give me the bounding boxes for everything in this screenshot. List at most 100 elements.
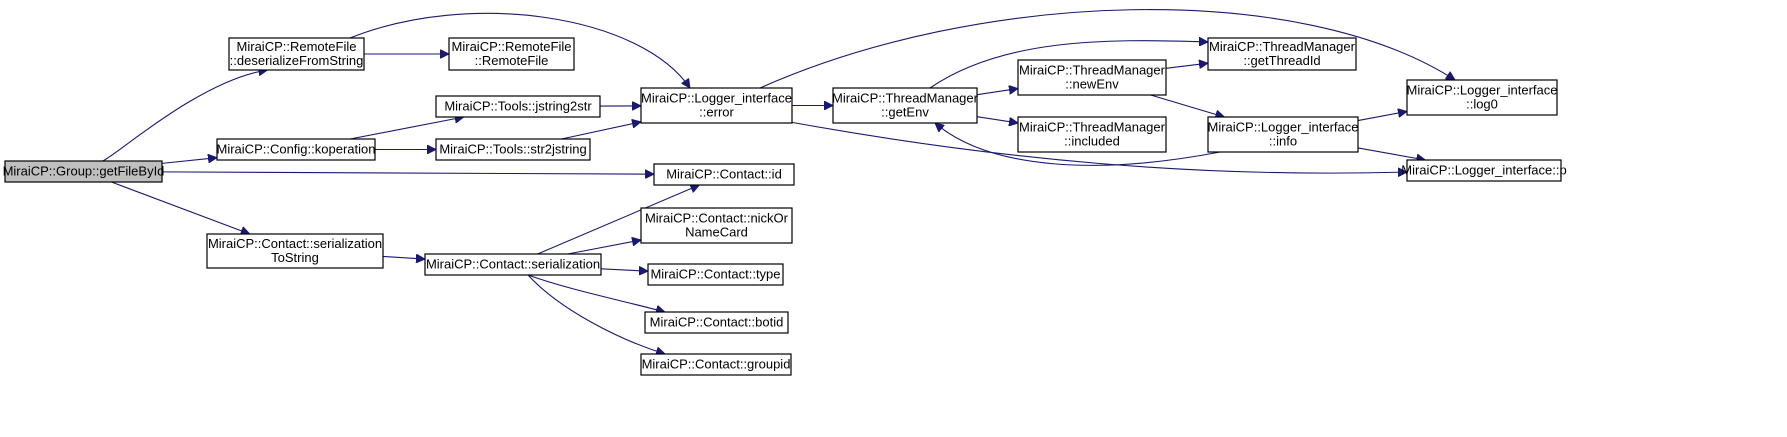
edge-root-to-serToString bbox=[111, 181, 249, 234]
node-getThreadId[interactable]: MiraiCP::ThreadManager::getThreadId bbox=[1207, 37, 1357, 71]
node-box bbox=[1207, 116, 1359, 153]
node-label: MiraiCP::ThreadManager bbox=[1019, 120, 1166, 135]
node-error[interactable]: MiraiCP::Logger_interface::error bbox=[640, 87, 793, 124]
node-box bbox=[1406, 159, 1562, 182]
edge-info-to-getEnv bbox=[935, 123, 1221, 166]
node-label: MiraiCP::Contact::serialization bbox=[426, 257, 600, 272]
node-box bbox=[1406, 79, 1558, 116]
node-label: MiraiCP::Group::getFileById bbox=[3, 164, 165, 179]
node-box bbox=[206, 233, 384, 269]
node-label: ::error bbox=[699, 105, 734, 120]
node-label: MiraiCP::ThreadManager bbox=[1209, 39, 1356, 54]
node-box bbox=[647, 263, 784, 286]
edge-getEnv-to-newEnv bbox=[976, 89, 1018, 96]
nodes-layer: MiraiCP::Group::getFileById MiraiCP::Remo… bbox=[3, 37, 1567, 376]
node-label: MiraiCP::Logger_interface::p bbox=[1401, 163, 1566, 178]
node-ctype[interactable]: MiraiCP::Contact::type bbox=[647, 263, 784, 286]
node-root: MiraiCP::Group::getFileById bbox=[3, 160, 165, 183]
node-label: MiraiCP::ThreadManager bbox=[832, 91, 979, 106]
node-str2jstring[interactable]: MiraiCP::Tools::str2jstring bbox=[435, 138, 591, 161]
node-box bbox=[644, 311, 789, 334]
node-label: MiraiCP::ThreadManager bbox=[1019, 63, 1166, 78]
edges-layer bbox=[102, 9, 1455, 354]
node-label: MiraiCP::RemoteFile bbox=[452, 39, 572, 54]
node-box bbox=[653, 163, 795, 186]
node-p[interactable]: MiraiCP::Logger_interface::p bbox=[1401, 159, 1567, 182]
node-box bbox=[640, 353, 792, 376]
node-label: ::included bbox=[1064, 134, 1120, 149]
node-box bbox=[640, 87, 793, 124]
edge-ser-to-botid bbox=[527, 274, 665, 312]
edge-getEnv-to-getThreadId bbox=[929, 41, 1208, 89]
node-box bbox=[448, 37, 575, 71]
node-groupid[interactable]: MiraiCP::Contact::groupid bbox=[640, 353, 792, 376]
edge-ser-to-cid bbox=[537, 185, 700, 255]
node-log0[interactable]: MiraiCP::Logger_interface::log0 bbox=[1406, 79, 1558, 116]
node-label: MiraiCP::Contact::nickOr bbox=[645, 211, 789, 226]
node-ser[interactable]: MiraiCP::Contact::serialization bbox=[424, 253, 602, 276]
node-label: MiraiCP::Logger_interface bbox=[1406, 83, 1557, 98]
edge-ser-to-groupid bbox=[527, 274, 665, 354]
node-cid[interactable]: MiraiCP::Contact::id bbox=[653, 163, 795, 186]
edge-info-to-p bbox=[1357, 147, 1425, 160]
node-box bbox=[1017, 59, 1167, 96]
node-box bbox=[435, 95, 601, 118]
node-label: NameCard bbox=[685, 225, 748, 240]
node-box bbox=[435, 138, 591, 161]
node-label: MiraiCP::RemoteFile bbox=[237, 39, 357, 54]
edge-newEnv-to-info bbox=[1150, 94, 1225, 117]
node-box bbox=[1017, 116, 1167, 153]
node-label: MiraiCP::Contact::type bbox=[650, 267, 780, 282]
node-jstring2str[interactable]: MiraiCP::Tools::jstring2str bbox=[435, 95, 601, 118]
edge-ser-to-ctype bbox=[600, 269, 648, 271]
node-label: ::getThreadId bbox=[1243, 53, 1320, 68]
edge-str2jstring-to-error bbox=[561, 122, 641, 140]
node-deserialize[interactable]: MiraiCP::RemoteFile::deserializeFromStri… bbox=[228, 37, 365, 71]
node-label: ::RemoteFile bbox=[475, 53, 549, 68]
edge-root-to-cid bbox=[161, 172, 654, 174]
node-label: ::newEnv bbox=[1065, 77, 1119, 92]
node-label: MiraiCP::Contact::groupid bbox=[642, 357, 791, 372]
node-label: ::log0 bbox=[1466, 97, 1498, 112]
node-box bbox=[228, 37, 365, 71]
node-label: ::deserializeFromString bbox=[230, 53, 364, 68]
node-label: MiraiCP::Config::koperation bbox=[217, 142, 376, 157]
node-botid[interactable]: MiraiCP::Contact::botid bbox=[644, 311, 789, 334]
node-getEnv[interactable]: MiraiCP::ThreadManager::getEnv bbox=[832, 87, 979, 124]
edge-koperation-to-jstring2str bbox=[350, 117, 464, 140]
node-label: ::info bbox=[1269, 134, 1297, 149]
node-label: MiraiCP::Logger_interface bbox=[1207, 120, 1358, 135]
edge-newEnv-to-getThreadId bbox=[1165, 63, 1208, 69]
edge-ser-to-nick bbox=[567, 240, 641, 255]
node-included[interactable]: MiraiCP::ThreadManager::included bbox=[1017, 116, 1167, 153]
node-box bbox=[4, 160, 163, 183]
edge-root-to-deserialize bbox=[102, 70, 268, 162]
node-label: MiraiCP::Logger_interface bbox=[641, 91, 792, 106]
node-box bbox=[832, 87, 978, 124]
node-label: MiraiCP::Contact::serialization bbox=[208, 236, 382, 251]
node-label: MiraiCP::Contact::id bbox=[666, 167, 782, 182]
edge-deserialize-to-error bbox=[349, 12, 690, 88]
node-koperation[interactable]: MiraiCP::Config::koperation bbox=[216, 138, 376, 161]
node-label: MiraiCP::Tools::str2jstring bbox=[439, 142, 586, 157]
node-label: MiraiCP::Tools::jstring2str bbox=[444, 99, 592, 114]
edge-serToString-to-ser bbox=[382, 256, 425, 259]
node-newEnv[interactable]: MiraiCP::ThreadManager::newEnv bbox=[1017, 59, 1167, 96]
node-label: ToString bbox=[271, 250, 319, 265]
edge-getEnv-to-included bbox=[976, 116, 1018, 123]
node-box bbox=[1207, 37, 1357, 71]
node-box bbox=[424, 253, 602, 276]
edge-error-to-log0 bbox=[759, 9, 1455, 89]
node-remotefile[interactable]: MiraiCP::RemoteFile::RemoteFile bbox=[448, 37, 575, 71]
node-box bbox=[640, 207, 793, 244]
node-box bbox=[216, 138, 376, 161]
edge-error-to-p bbox=[789, 121, 1407, 173]
edge-root-to-koperation bbox=[161, 158, 217, 164]
node-label: ::getEnv bbox=[881, 105, 929, 120]
node-info[interactable]: MiraiCP::Logger_interface::info bbox=[1207, 116, 1359, 153]
node-label: MiraiCP::Contact::botid bbox=[650, 315, 784, 330]
edge-info-to-log0 bbox=[1357, 111, 1407, 122]
